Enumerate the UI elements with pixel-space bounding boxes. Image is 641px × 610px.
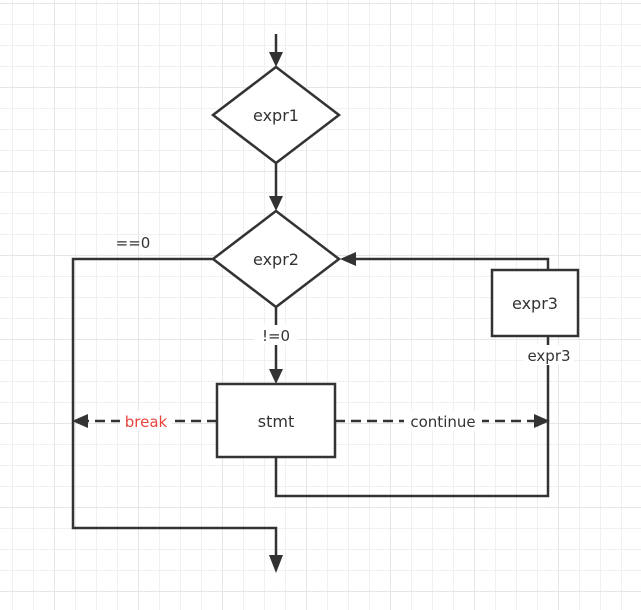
arrowhead-left-icon bbox=[72, 414, 88, 428]
edge-break-label-bg bbox=[120, 411, 172, 431]
edge-true-branch: !=0 bbox=[254, 307, 298, 384]
arrowhead-down-icon bbox=[269, 369, 283, 384]
edge-expr3-label-bg bbox=[524, 345, 574, 365]
edge-continue-label-bg bbox=[404, 411, 482, 431]
edge-expr3-label: expr3 bbox=[527, 347, 570, 365]
edge-expr3-to-expr2-line bbox=[352, 257, 550, 270]
edge-continue: continue bbox=[335, 411, 550, 431]
edge-expr1-to-expr2 bbox=[269, 163, 283, 211]
process-box-stmt[interactable] bbox=[215, 382, 337, 459]
edge-false-exit: ==0 bbox=[71, 234, 283, 573]
edge-break-label: break bbox=[125, 413, 168, 431]
arrowhead-left-icon bbox=[340, 252, 356, 266]
edge-expr3-to-expr2 bbox=[340, 252, 550, 270]
node-expr1[interactable]: expr1 bbox=[210, 65, 342, 165]
edge-entry bbox=[269, 34, 283, 67]
edge-true-label: !=0 bbox=[262, 327, 290, 345]
edge-false-exit-line bbox=[71, 257, 278, 562]
arrowhead-down-icon bbox=[269, 52, 283, 67]
process-box-expr3[interactable] bbox=[490, 268, 580, 338]
node-expr1-label: expr1 bbox=[253, 106, 299, 125]
node-stmt[interactable]: stmt bbox=[215, 382, 337, 459]
node-expr2[interactable]: expr2 bbox=[210, 209, 342, 309]
node-stmt-label: stmt bbox=[258, 412, 294, 431]
edge-stmt-to-expr3-line bbox=[274, 336, 550, 498]
edge-continue-label: continue bbox=[410, 413, 475, 431]
edge-break: break bbox=[72, 411, 217, 431]
arrowhead-down-icon bbox=[269, 555, 283, 573]
edge-stmt-to-expr3: expr3 bbox=[274, 336, 574, 498]
node-expr2-label: expr2 bbox=[253, 250, 299, 269]
node-expr3[interactable]: expr3 bbox=[490, 268, 580, 338]
arrowhead-down-icon bbox=[269, 196, 283, 211]
node-expr3-label: expr3 bbox=[512, 294, 558, 313]
edge-false-label: ==0 bbox=[116, 234, 151, 252]
arrowhead-right-icon bbox=[534, 414, 550, 428]
edge-true-label-bg bbox=[254, 325, 298, 345]
